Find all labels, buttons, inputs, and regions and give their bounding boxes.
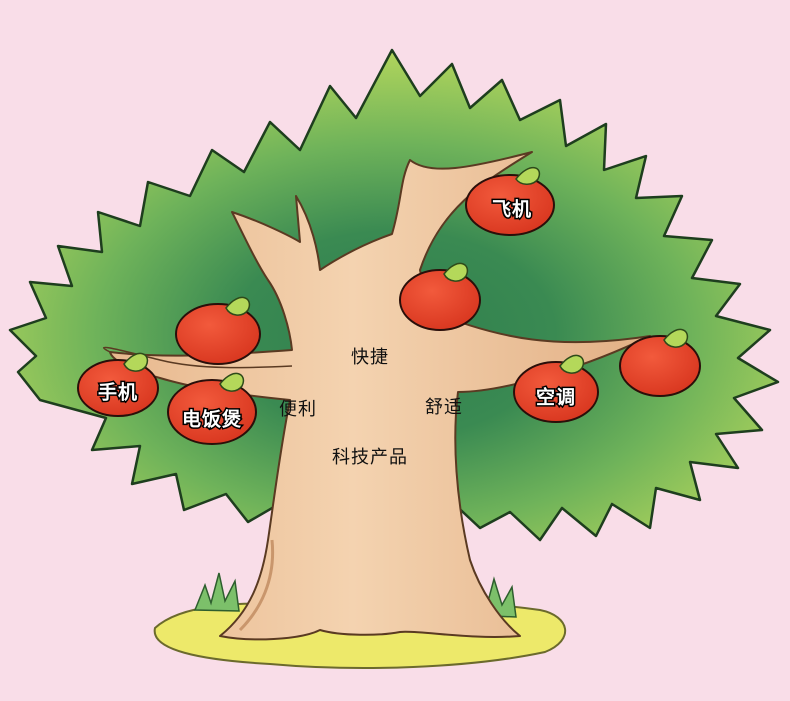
trunk-branch-left: [102, 346, 293, 369]
apple-air-conditioner: [513, 354, 599, 423]
grass-tuft-left: [193, 572, 240, 612]
trunk-shade: [238, 539, 275, 632]
trunk-word-fast: 快捷: [351, 347, 389, 368]
apple-label-phone: 手机: [96, 380, 139, 405]
trunk-word-comfortable: 舒适: [425, 397, 463, 418]
apple-rice-cooker: [167, 372, 257, 445]
apple-blank-1: [399, 262, 481, 331]
apple-blank-2: [175, 296, 261, 365]
apple-label-rice-cooker: 电饭煲: [180, 407, 243, 432]
apple-phone: [77, 352, 159, 417]
trunk-center-label: 科技产品: [332, 447, 408, 468]
apple-label-airplane: 飞机: [490, 197, 533, 222]
apple-airplane: [465, 167, 555, 236]
apple-blank-3: [619, 328, 701, 397]
trunk-word-convenient: 便利: [279, 399, 317, 420]
apple-label-air-conditioner: 空调: [534, 385, 577, 410]
